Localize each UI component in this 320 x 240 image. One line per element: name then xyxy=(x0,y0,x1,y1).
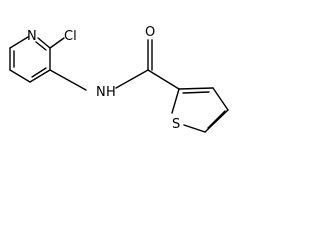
chlorine-label: Cl xyxy=(64,29,77,44)
thiophene-bond xyxy=(183,124,206,133)
pyridine-bond xyxy=(29,69,51,83)
structure-diagram: N Cl N H O S xyxy=(9,25,229,133)
pyridine-ring xyxy=(9,36,51,83)
amide-nitrogen-label: N xyxy=(96,85,106,100)
thiophene-bond xyxy=(171,88,180,114)
thiophene-double-bond xyxy=(182,91,210,94)
amide-hydrogen-label: H xyxy=(106,85,116,100)
pyridine-bond xyxy=(37,37,51,49)
thiophene-bond xyxy=(178,87,214,90)
amide-n-carbonyl-bond xyxy=(115,69,149,89)
thiophene-sulfur-label: S xyxy=(172,117,180,132)
thiophene-double-bond xyxy=(207,110,226,129)
pyridine-bond xyxy=(9,69,31,83)
thiophene-bond xyxy=(212,87,229,111)
pyridine-nitrogen-label: N xyxy=(27,29,37,44)
carbonyl-oxygen-label: O xyxy=(145,25,155,40)
carbonyl-thiophene-bond xyxy=(147,69,180,90)
chloro-bond xyxy=(49,37,65,49)
pyridine-double-bond xyxy=(31,67,47,78)
pyridine-double-bond xyxy=(35,41,47,51)
aryl-amide-n-bond xyxy=(49,69,87,91)
thiophene-ring xyxy=(171,87,229,133)
pyridine-bond xyxy=(9,36,29,49)
thiophene-bond xyxy=(204,109,229,133)
